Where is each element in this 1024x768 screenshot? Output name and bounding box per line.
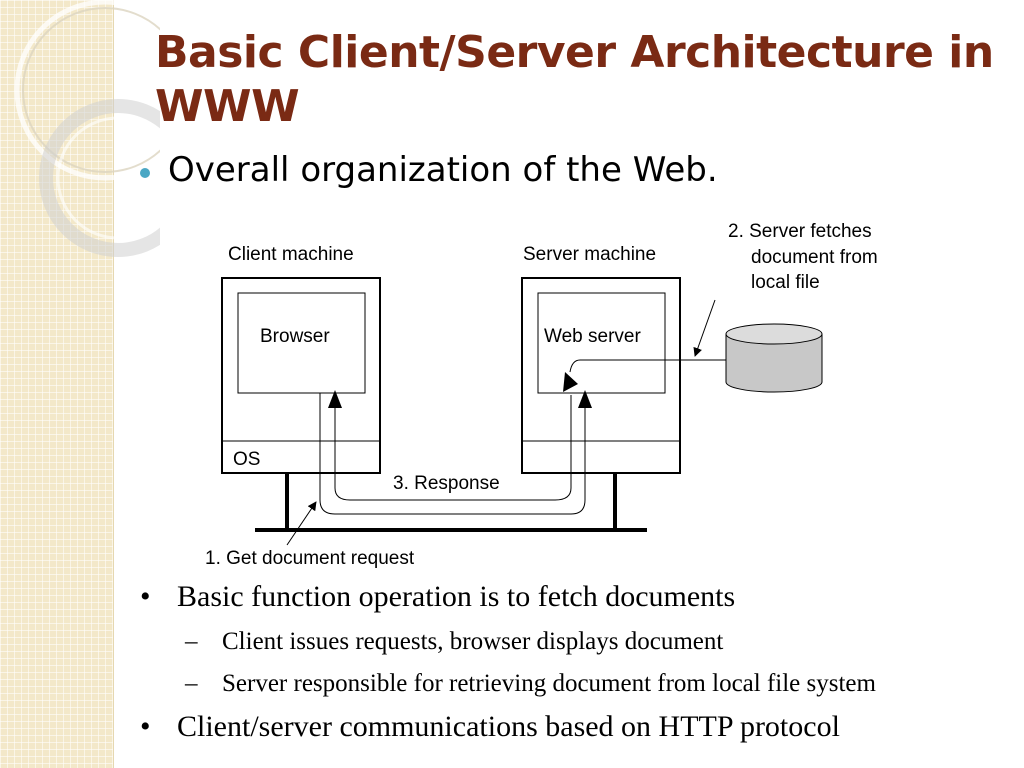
fetch-label-line3: local file xyxy=(751,272,820,293)
browser-box xyxy=(237,292,366,394)
dash-marker: – xyxy=(185,628,198,655)
list-item-text: Client/server communications based on HT… xyxy=(177,710,840,743)
response-label: 3. Response xyxy=(393,473,500,494)
decorative-sidebar xyxy=(0,0,114,768)
list-subitem-text: Client issues requests, browser displays… xyxy=(222,628,724,655)
server-machine-label: Server machine xyxy=(523,244,656,265)
local-fetch-line xyxy=(569,359,726,373)
request-arrowhead xyxy=(578,390,592,408)
bullet-marker: • xyxy=(140,710,151,743)
fetch-label-line2: document from xyxy=(751,247,878,268)
client-machine-label: Client machine xyxy=(228,244,354,265)
disk-body xyxy=(725,334,823,393)
bullet-marker: • xyxy=(140,580,151,613)
fetch-label-line1: 2. Server fetches xyxy=(728,221,872,242)
response-label-bg xyxy=(388,468,520,494)
os-label: OS xyxy=(233,449,260,470)
request-path xyxy=(319,393,586,515)
browser-label: Browser xyxy=(260,326,330,347)
main-bullet-text: Overall organization of the Web. xyxy=(168,150,718,190)
disk-top xyxy=(725,323,823,345)
fetch-arrowhead xyxy=(563,372,578,392)
bullet-dot-icon xyxy=(140,168,150,178)
request-pointer xyxy=(286,501,317,546)
client-server-diagram: Client machine Server machine Browser OS… xyxy=(205,221,878,569)
fetch-pointer xyxy=(693,299,716,357)
request-label: 1. Get document request xyxy=(205,548,415,569)
list-item-text: Basic function operation is to fetch doc… xyxy=(177,580,736,613)
page-title: Basic Client/Server Architecture in WWW xyxy=(155,27,994,132)
web-server-label: Web server xyxy=(544,326,641,347)
response-path xyxy=(334,395,572,501)
response-arrowhead xyxy=(328,390,342,408)
web-server-box xyxy=(537,292,666,394)
dash-marker: – xyxy=(185,670,198,697)
list-subitem-text: Server responsible for retrieving docume… xyxy=(222,670,876,697)
